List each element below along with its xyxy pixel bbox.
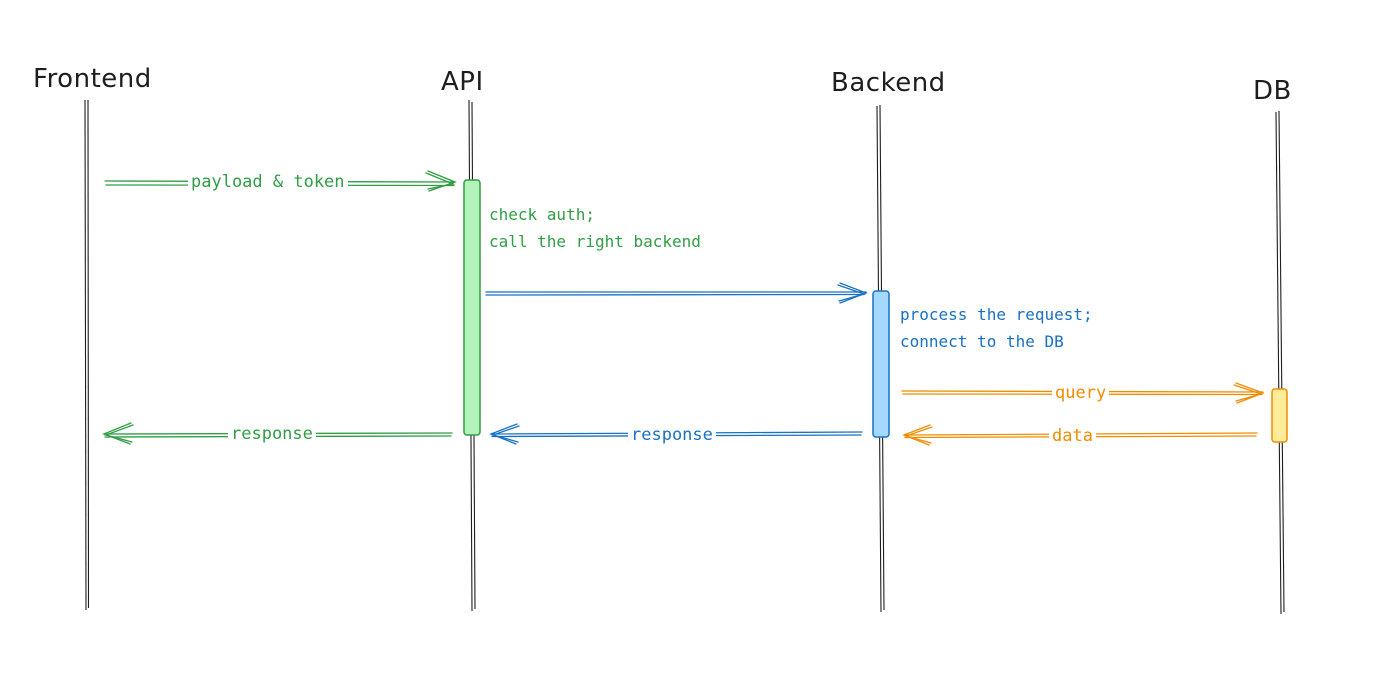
note-api: check auth; call the right backend — [489, 201, 701, 255]
message-payload-label: payload & token — [188, 171, 348, 193]
actor-backend-label: Backend — [831, 68, 946, 98]
arrow-api-to-backend — [485, 282, 868, 304]
message-backend-response-label: response — [628, 424, 716, 446]
note-api-line-1: check auth; — [489, 205, 595, 224]
message-query-label: query — [1052, 382, 1110, 404]
actor-frontend-label: Frontend — [33, 64, 152, 94]
lifeline-frontend — [84, 99, 90, 611]
note-backend-line-1: process the request; — [900, 305, 1093, 324]
lifeline-db — [1275, 110, 1285, 615]
activation-backend — [872, 290, 890, 438]
note-backend-line-2: connect to the DB — [900, 332, 1064, 351]
note-api-line-2: call the right backend — [489, 232, 701, 251]
activation-api — [463, 179, 481, 436]
actor-db-label: DB — [1253, 76, 1292, 106]
actor-api-label: API — [441, 67, 484, 97]
message-data-label: data — [1049, 425, 1096, 447]
message-api-response-label: response — [228, 423, 316, 445]
activation-db — [1271, 388, 1288, 443]
note-backend: process the request; connect to the DB — [900, 301, 1093, 355]
